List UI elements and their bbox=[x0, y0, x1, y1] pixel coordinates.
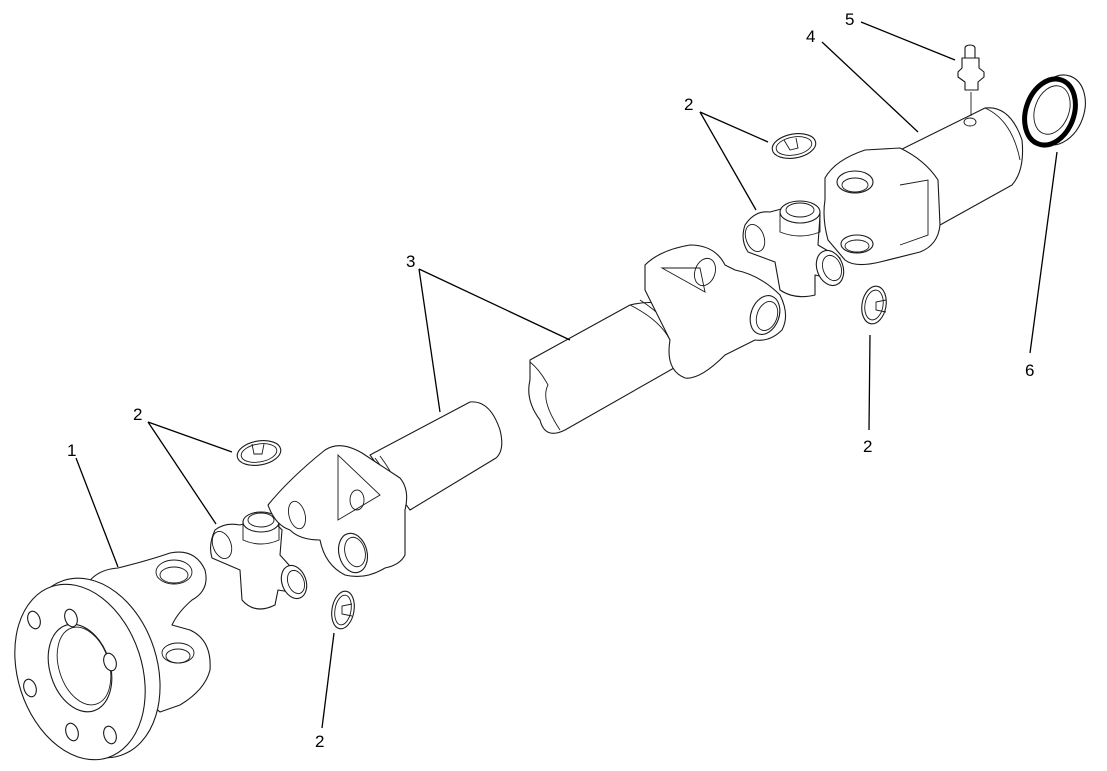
callout-2-rear-lower: 2 bbox=[863, 437, 872, 456]
rear-ujoint-cross-part bbox=[742, 200, 845, 298]
callout-3: 3 bbox=[406, 252, 415, 271]
retaining-clip-rear-lower bbox=[861, 285, 887, 325]
callout-2-rear-upper: 2 bbox=[684, 95, 693, 114]
retaining-clip-front-lower bbox=[331, 590, 355, 630]
front-ujoint-cross-part bbox=[209, 511, 308, 610]
callout-2-front-upper: 2 bbox=[133, 405, 142, 424]
callout-leaders bbox=[75, 21, 1058, 729]
callout-labels: 1 2 2 3 2 2 4 5 6 bbox=[67, 10, 1034, 751]
seal-part bbox=[1022, 74, 1086, 148]
callout-1: 1 bbox=[67, 441, 76, 460]
slip-yoke-part bbox=[823, 107, 1024, 266]
callout-6: 6 bbox=[1025, 361, 1034, 380]
front-tube-yoke-part bbox=[267, 401, 503, 577]
callout-4: 4 bbox=[806, 27, 815, 46]
callout-2-front-lower: 2 bbox=[315, 732, 324, 751]
callout-5: 5 bbox=[845, 10, 854, 29]
retaining-clip-rear-upper bbox=[771, 133, 817, 159]
rear-tube-yoke-part bbox=[528, 244, 787, 434]
flange-yoke-part bbox=[14, 551, 211, 761]
grease-fitting-part bbox=[957, 44, 985, 116]
retaining-clip-front-upper bbox=[236, 440, 282, 466]
